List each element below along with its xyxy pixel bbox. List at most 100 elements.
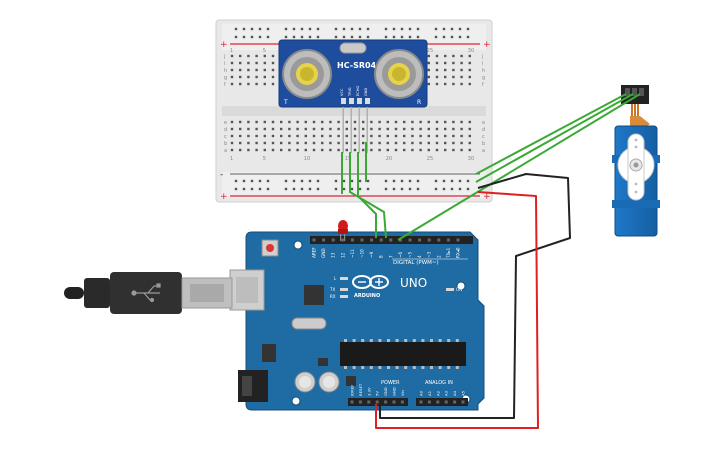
chip-leg <box>412 339 416 342</box>
analog-pin-hole[interactable] <box>444 400 448 404</box>
row-letter-left: a <box>224 148 227 154</box>
sensor-pin-label: GND <box>364 88 368 96</box>
rail-plus-bottom-right: + <box>483 192 491 202</box>
analog-pin-hole[interactable] <box>461 400 465 404</box>
digital-pin-hole[interactable] <box>437 238 441 242</box>
chip-leg <box>387 366 390 369</box>
analog-pin-label: A4 <box>452 390 457 396</box>
sensor-pin-leg[interactable] <box>342 107 345 153</box>
wire-servo-power[interactable] <box>375 191 539 429</box>
power-pin-hole[interactable] <box>384 400 388 404</box>
led-l-label: L <box>334 276 337 281</box>
wire-servo-1[interactable] <box>475 93 627 175</box>
chip-leg <box>361 366 365 369</box>
digital-pin-hole[interactable] <box>350 238 354 242</box>
digital-pin-hole[interactable] <box>446 238 450 242</box>
sensor-pin-leg[interactable] <box>358 107 361 153</box>
led-on-label: ON <box>456 287 462 292</box>
digital-pin-label: ~6 <box>398 251 403 258</box>
digital-pin-label: 2 <box>436 255 441 258</box>
analog-pin-hole[interactable] <box>427 400 431 404</box>
digital-pin-hole[interactable] <box>398 238 402 242</box>
digital-pin-label: ~5 <box>408 251 413 258</box>
sensor-pin-socket <box>341 98 346 104</box>
chip-leg <box>395 366 399 369</box>
reset-button[interactable] <box>261 239 279 257</box>
column-number: 1 <box>230 156 233 162</box>
digital-pin-label: 4 <box>417 255 422 258</box>
column-number: 20 <box>386 156 392 162</box>
chip-leg <box>438 366 442 369</box>
sensor-pin-leg[interactable] <box>350 107 353 153</box>
servo-motor[interactable] <box>612 85 660 237</box>
wire-servo-3[interactable] <box>397 93 641 241</box>
chip-leg <box>412 366 416 369</box>
digital-pin-hole[interactable] <box>312 238 316 242</box>
digital-pin-label: ~11 <box>350 249 355 258</box>
usb-b-port[interactable] <box>229 269 265 311</box>
sensor-pin-label: VCC <box>340 88 344 96</box>
digital-pin-hole[interactable] <box>331 238 335 242</box>
digital-pin-hole[interactable] <box>418 238 422 242</box>
sensor-transmitter-mark: T <box>283 99 288 106</box>
row-letter-right: d <box>482 127 485 133</box>
power-pin-hole[interactable] <box>367 400 371 404</box>
power-pin-hole[interactable] <box>375 400 379 404</box>
red-led[interactable] <box>338 220 348 241</box>
digital-pin-label: 13 <box>331 252 336 258</box>
row-letter-right: a <box>482 148 485 154</box>
sensor-pin-leg[interactable] <box>366 107 369 153</box>
digital-pin-hole[interactable] <box>341 238 345 242</box>
power-pin-hole[interactable] <box>350 400 354 404</box>
capacitor-2 <box>318 371 340 393</box>
row-letter-left: h <box>224 68 227 74</box>
led-on-indicator: ON <box>446 287 462 292</box>
digital-pin-hole[interactable] <box>322 238 326 242</box>
analog-header-label: ANALOG IN <box>425 380 453 386</box>
analog-pin-hole[interactable] <box>453 400 457 404</box>
chip-leg <box>361 339 365 342</box>
digital-pin-hole[interactable] <box>360 238 364 242</box>
chip-leg <box>455 366 459 369</box>
wire-sensor-trig[interactable] <box>349 152 387 239</box>
dc-power-jack[interactable] <box>238 370 268 402</box>
chip-leg <box>352 366 356 369</box>
analog-pin-hole[interactable] <box>419 400 423 404</box>
power-pin-hole[interactable] <box>392 400 396 404</box>
chip-leg <box>455 339 459 342</box>
digital-pin-hole[interactable] <box>456 238 460 242</box>
power-pin-hole[interactable] <box>358 400 362 404</box>
rail-minus-bottom: - <box>220 170 223 180</box>
capacitor-1 <box>294 371 316 393</box>
row-letter-right: g <box>482 75 485 81</box>
wire-sensor-echo[interactable] <box>357 152 377 238</box>
chip-leg <box>387 339 390 342</box>
atmega-microcontroller <box>340 342 466 366</box>
wire-servo-2[interactable] <box>475 93 634 183</box>
chip-leg <box>352 339 356 342</box>
row-letter-left: c <box>224 134 227 140</box>
column-number: 1 <box>230 48 233 54</box>
digital-pin-hole[interactable] <box>389 238 393 242</box>
row-letter-right: e <box>482 120 485 126</box>
voltage-regulator <box>262 344 276 362</box>
power-pin-hole[interactable] <box>400 400 404 404</box>
analog-pin-label: A1 <box>427 390 432 396</box>
digital-pin-hole[interactable] <box>427 238 431 242</box>
transmitter-transducer <box>282 49 332 99</box>
digital-pin-hole[interactable] <box>370 238 374 242</box>
usb-cable[interactable] <box>64 272 233 314</box>
column-number: 5 <box>263 156 266 162</box>
row-letter-left: f <box>224 82 226 88</box>
digital-pin-hole[interactable] <box>379 238 383 242</box>
sensor-pin-label: ECHO <box>356 86 360 96</box>
wire-servo-ground[interactable] <box>379 173 571 419</box>
power-pin-label: 3.3V <box>366 387 371 396</box>
analog-pin-hole[interactable] <box>436 400 440 404</box>
digital-pin-hole[interactable] <box>408 238 412 242</box>
usb-symbol-icon <box>131 283 161 303</box>
column-number: 10 <box>304 156 310 162</box>
